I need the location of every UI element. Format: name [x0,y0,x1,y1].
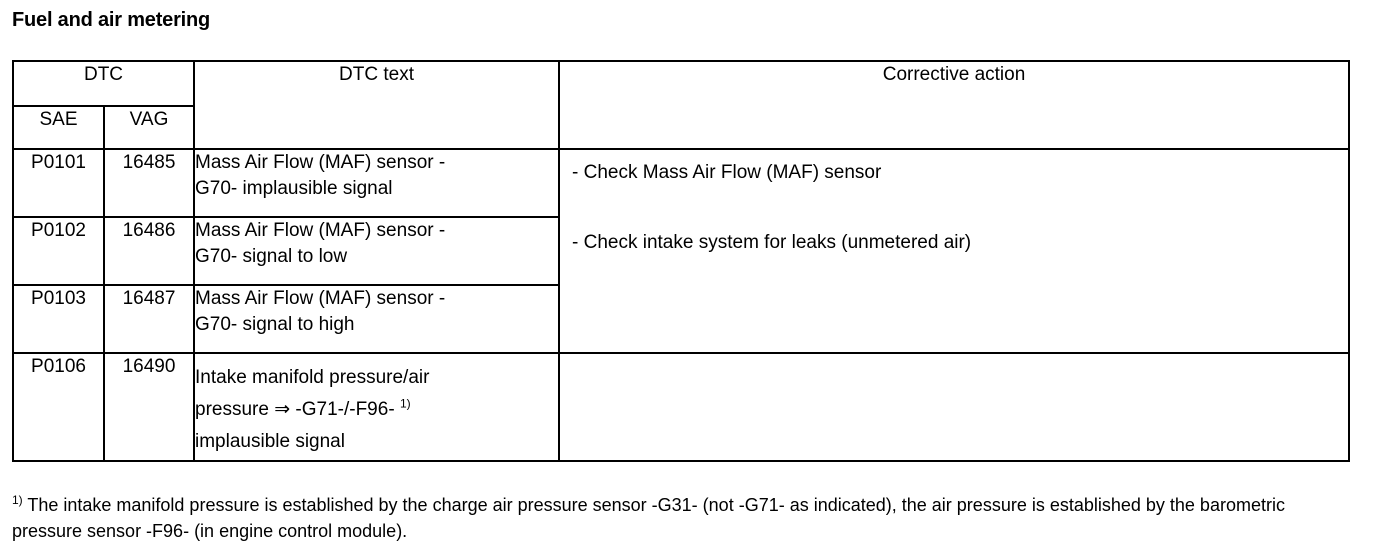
cell-sae: P0101 [12,148,105,218]
header-sae: SAE [12,105,105,150]
cell-vag: 16490 [103,352,195,462]
corrective-action-list: - Check Mass Air Flow (MAF) sensor - Che… [560,150,1348,352]
dtc-text-line: Mass Air Flow (MAF) sensor - [195,152,446,173]
footnote-text: The intake manifold pressure is establis… [12,495,1285,541]
table-row: P0101 16485 Mass Air Flow (MAF) sensor -… [12,148,1350,354]
cell-dtc-text: Mass Air Flow (MAF) sensor - G70- signal… [193,216,560,286]
dtc-text-segment: pressure [195,399,275,420]
table-header-row-group: DTC DTC text Corrective action [12,60,1350,150]
footnote-marker: 1) [12,493,23,507]
cell-dtc-text: Mass Air Flow (MAF) sensor - G70- implau… [193,148,560,218]
cell-corrective-action: - Check Mass Air Flow (MAF) sensor - Che… [558,148,1350,354]
dtc-text-line: Mass Air Flow (MAF) sensor - [195,288,446,309]
dtc-text-line: pressure ⇒ -G71-/-F96- 1) [195,394,558,426]
dtc-text-line: G70- signal to high [195,314,355,335]
header-dtc-text: DTC text [193,60,560,150]
page-title: Fuel and air metering [12,9,211,31]
table-row: P0103 16487 Mass Air Flow (MAF) sensor -… [12,284,1349,354]
footnote-marker: 1) [399,396,411,411]
table-body: P0101 16485 Mass Air Flow (MAF) sensor -… [12,148,1350,462]
cell-corrective-action-empty [558,352,1350,462]
dtc-text-line: G70- signal to low [195,246,348,267]
implies-arrow-icon: ⇒ [274,399,291,420]
cell-dtc-text: Mass Air Flow (MAF) sensor - G70- signal… [193,284,560,354]
dtc-text-segment: -G71-/-F96- [290,399,400,420]
header-corrective-action: Corrective action [558,60,1350,150]
cell-vag: 16487 [103,284,195,354]
header-dtc-group: DTC [12,60,195,107]
dtc-text-line: Intake manifold pressure/air [195,367,430,388]
table-row: P0106 16490 Intake manifold pressure/air… [12,352,1350,462]
cell-vag: 16486 [103,216,195,286]
cell-vag: 16485 [103,148,195,218]
header-vag: VAG [103,105,195,150]
table-header-row-sub: SAE VAG [12,105,1349,150]
corrective-action-item: - Check Mass Air Flow (MAF) sensor [572,162,882,183]
table-row: P0102 16486 Mass Air Flow (MAF) sensor -… [12,216,1349,286]
dtc-table: DTC DTC text Corrective action SAE VAG P… [12,60,1350,462]
cell-sae: P0102 [12,216,105,286]
corrective-action-item: - Check intake system for leaks (unmeter… [572,232,972,253]
cell-sae: P0103 [12,284,105,354]
dtc-text-line: G70- implausible signal [195,178,393,199]
footnote: 1) The intake manifold pressure is estab… [12,492,1342,544]
table-header: DTC DTC text Corrective action SAE VAG [12,60,1350,150]
dtc-text-line: Mass Air Flow (MAF) sensor - [195,220,446,241]
cell-dtc-text: Intake manifold pressure/air pressure ⇒ … [193,352,560,462]
cell-sae: P0106 [12,352,105,462]
dtc-text-line: implausible signal [195,431,345,452]
